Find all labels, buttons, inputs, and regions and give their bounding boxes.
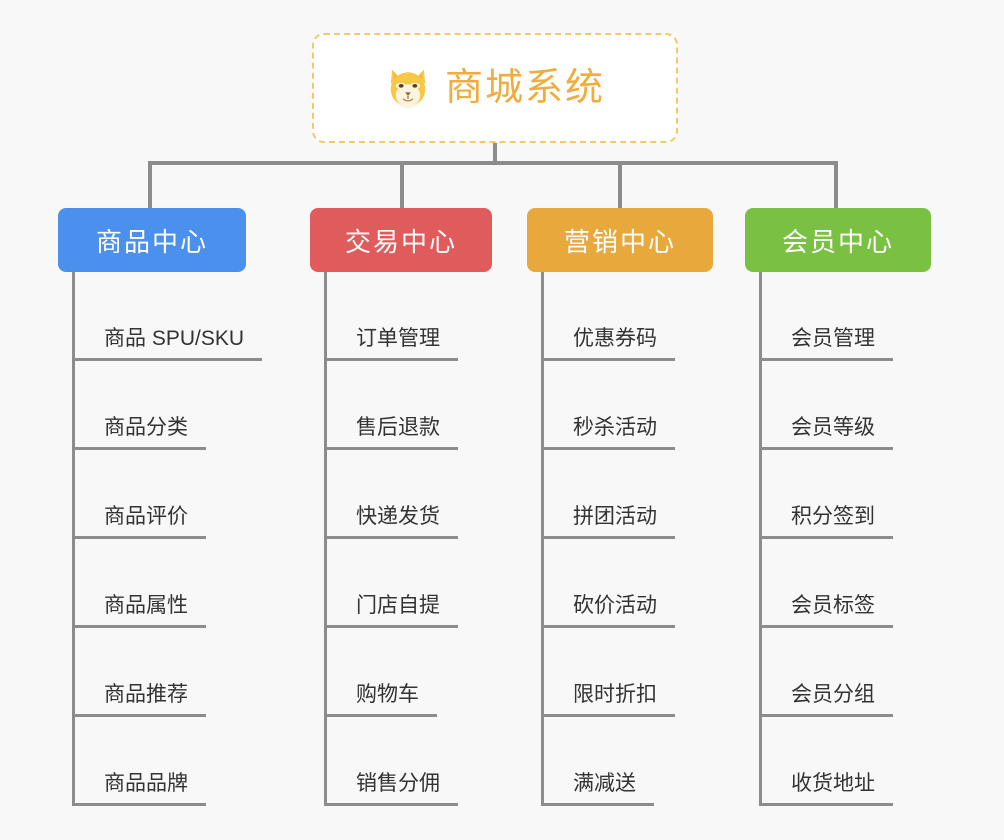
root-stem-connector — [493, 143, 497, 163]
list-item[interactable]: 会员管理 — [745, 272, 931, 361]
item-label: 商品分类 — [72, 416, 206, 450]
category-header-2[interactable]: 交易中心 — [310, 208, 492, 272]
item-label: 砍价活动 — [541, 594, 675, 628]
list-item[interactable]: 购物车 — [310, 628, 492, 717]
item-label: 拼团活动 — [541, 505, 675, 539]
item-label: 售后退款 — [324, 416, 458, 450]
list-item[interactable]: 拼团活动 — [527, 450, 713, 539]
list-item[interactable]: 商品品牌 — [58, 717, 246, 806]
item-label: 门店自提 — [324, 594, 458, 628]
list-item[interactable]: 会员分组 — [745, 628, 931, 717]
item-label: 优惠券码 — [541, 327, 675, 361]
list-item[interactable]: 商品分类 — [58, 361, 246, 450]
spine-connector-3 — [541, 272, 544, 806]
category-title-2: 交易中心 — [344, 226, 457, 257]
spine-connector-4 — [759, 272, 762, 806]
root-node[interactable]: 商城系统 — [312, 33, 678, 143]
drop-connector-2 — [400, 161, 404, 209]
shiba-dog-icon — [390, 69, 426, 109]
drop-connector-1 — [148, 161, 152, 209]
horizontal-bus-connector — [148, 161, 836, 165]
list-item[interactable]: 商品属性 — [58, 539, 246, 628]
category-header-1[interactable]: 商品中心 — [58, 208, 246, 272]
item-label: 限时折扣 — [541, 683, 675, 717]
root-title: 商城系统 — [444, 67, 605, 109]
item-label: 商品属性 — [72, 594, 206, 628]
item-label: 商品评价 — [72, 505, 206, 539]
list-item[interactable]: 积分签到 — [745, 450, 931, 539]
list-item[interactable]: 商品 SPU/SKU — [58, 272, 263, 361]
list-item[interactable]: 收货地址 — [745, 717, 931, 806]
column-trade-center: 交易中心 订单管理 售后退款 快递发货 门店自提 购物车 销售分佣 — [310, 208, 492, 806]
list-item[interactable]: 销售分佣 — [310, 717, 492, 806]
spine-connector-1 — [72, 272, 75, 806]
drop-connector-4 — [834, 161, 838, 209]
list-item[interactable]: 满减送 — [527, 717, 713, 806]
item-label: 商品推荐 — [72, 683, 206, 717]
item-label: 购物车 — [324, 683, 437, 717]
drop-connector-3 — [618, 161, 622, 209]
column-marketing-center: 营销中心 优惠券码 秒杀活动 拼团活动 砍价活动 限时折扣 满减送 — [527, 208, 713, 806]
category-header-4[interactable]: 会员中心 — [745, 208, 931, 272]
list-item[interactable]: 售后退款 — [310, 361, 492, 450]
column-member-center: 会员中心 会员管理 会员等级 积分签到 会员标签 会员分组 收货地址 — [745, 208, 931, 806]
item-label: 收货地址 — [759, 772, 893, 806]
list-item[interactable]: 订单管理 — [310, 272, 492, 361]
item-list-1: 商品 SPU/SKU 商品分类 商品评价 商品属性 商品推荐 商品品牌 — [58, 272, 263, 806]
item-label: 秒杀活动 — [541, 416, 675, 450]
list-item[interactable]: 商品推荐 — [58, 628, 246, 717]
category-header-3[interactable]: 营销中心 — [527, 208, 713, 272]
item-label: 快递发货 — [324, 505, 458, 539]
list-item[interactable]: 限时折扣 — [527, 628, 713, 717]
item-label: 会员等级 — [759, 416, 893, 450]
item-list-3: 优惠券码 秒杀活动 拼团活动 砍价活动 限时折扣 满减送 — [527, 272, 713, 806]
item-label: 商品品牌 — [72, 772, 206, 806]
category-title-3: 营销中心 — [563, 226, 676, 257]
list-item[interactable]: 优惠券码 — [527, 272, 713, 361]
column-product-center: 商品中心 商品 SPU/SKU 商品分类 商品评价 商品属性 商品推荐 商品品牌 — [58, 208, 263, 806]
list-item[interactable]: 砍价活动 — [527, 539, 713, 628]
category-title-1: 商品中心 — [95, 226, 208, 257]
item-label: 会员管理 — [759, 327, 893, 361]
spine-connector-2 — [324, 272, 327, 806]
list-item[interactable]: 会员等级 — [745, 361, 931, 450]
category-title-4: 会员中心 — [781, 226, 894, 257]
item-label: 会员分组 — [759, 683, 893, 717]
list-item[interactable]: 会员标签 — [745, 539, 931, 628]
list-item[interactable]: 秒杀活动 — [527, 361, 713, 450]
item-label: 销售分佣 — [324, 772, 458, 806]
list-item[interactable]: 快递发货 — [310, 450, 492, 539]
list-item[interactable]: 门店自提 — [310, 539, 492, 628]
item-list-2: 订单管理 售后退款 快递发货 门店自提 购物车 销售分佣 — [310, 272, 492, 806]
item-label: 会员标签 — [759, 594, 893, 628]
item-label: 订单管理 — [324, 327, 458, 361]
list-item[interactable]: 商品评价 — [58, 450, 246, 539]
item-label: 积分签到 — [759, 505, 893, 539]
item-label: 商品 SPU/SKU — [72, 327, 263, 361]
item-list-4: 会员管理 会员等级 积分签到 会员标签 会员分组 收货地址 — [745, 272, 931, 806]
item-label: 满减送 — [541, 772, 654, 806]
